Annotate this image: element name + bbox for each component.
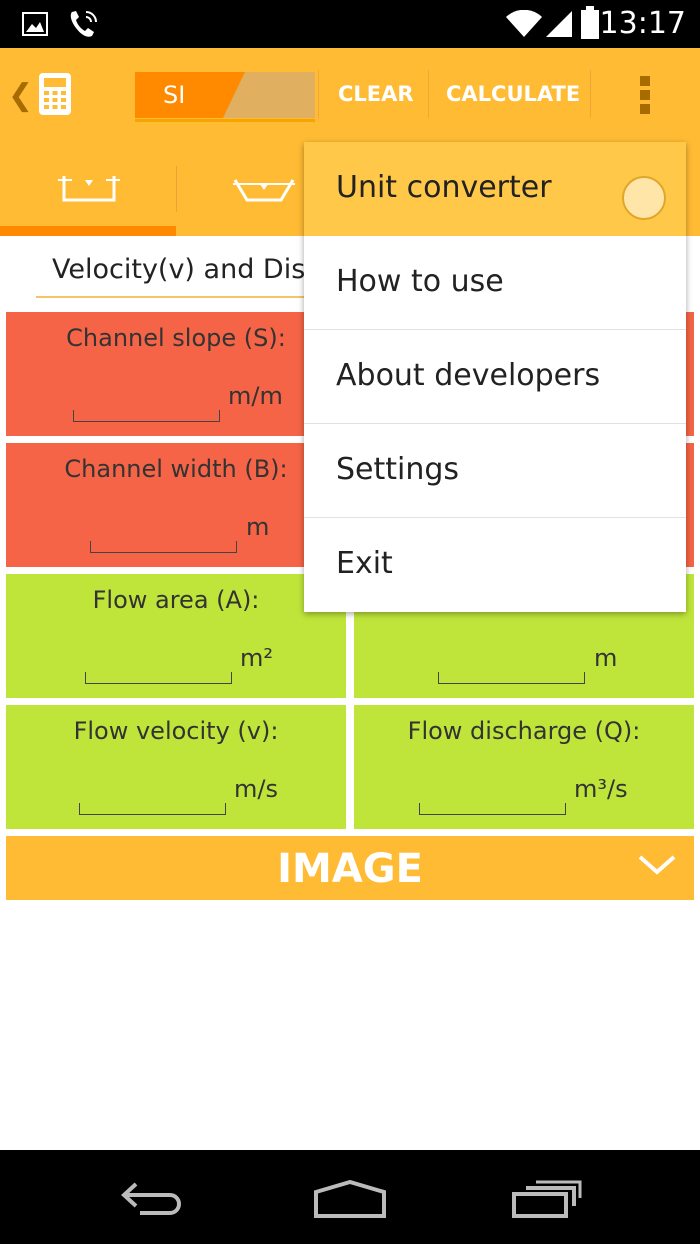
flow-velocity-label: Flow velocity (v):	[73, 717, 279, 745]
flow-discharge-label: Flow discharge (Q):	[407, 717, 641, 745]
flow-velocity-input[interactable]	[79, 803, 226, 815]
menu-item-how-to-use[interactable]: How to use	[304, 236, 686, 330]
toggle-underline	[135, 119, 315, 122]
image-section-label: IMAGE	[277, 846, 423, 892]
channel-slope-unit: m/m	[228, 382, 283, 410]
flow-discharge-card: Flow discharge (Q): m³/s	[354, 705, 694, 829]
flow-velocity-card: Flow velocity (v): m/s	[6, 705, 346, 829]
divider	[590, 70, 591, 118]
recent-apps-icon[interactable]	[512, 1180, 582, 1218]
calculator-icon[interactable]	[38, 72, 72, 116]
tab-indicator	[0, 226, 176, 236]
overflow-menu: Unit converter How to use About develope…	[304, 142, 686, 612]
calculation-type-spinner[interactable]: Velocity(v) and Discharge(Q)	[36, 246, 306, 298]
unit-system-toggle[interactable]: SI	[135, 72, 315, 122]
action-bar: ❮ SI CLEAR CALCULATE	[0, 48, 700, 140]
menu-item-unit-converter[interactable]: Unit converter	[304, 142, 686, 236]
flow-area-card: Flow area (A): m²	[6, 574, 346, 698]
calculate-button[interactable]: CALCULATE	[446, 82, 581, 106]
home-icon[interactable]	[312, 1180, 388, 1218]
wifi-icon	[506, 10, 542, 37]
image-icon	[22, 12, 48, 36]
navigation-bar	[0, 1150, 700, 1244]
channel-slope-input[interactable]	[73, 410, 220, 422]
status-bar: 13:17	[0, 0, 700, 48]
tab-trapezoidal[interactable]	[177, 140, 353, 236]
chevron-down-icon	[638, 855, 676, 875]
signal-icon	[546, 11, 572, 37]
divider	[318, 70, 319, 118]
flow-area-input[interactable]	[85, 672, 232, 684]
trapezoidal-channel-icon	[233, 179, 295, 202]
clear-button[interactable]: CLEAR	[338, 82, 414, 106]
divider	[428, 70, 429, 118]
menu-item-exit[interactable]: Exit	[336, 546, 393, 581]
image-section-toggle[interactable]: IMAGE	[6, 836, 694, 900]
channel-width-unit: m	[246, 513, 270, 541]
overflow-menu-icon[interactable]	[640, 76, 652, 114]
channel-width-input[interactable]	[90, 541, 237, 553]
back-icon[interactable]	[120, 1180, 190, 1216]
channel-slope-label: Channel slope (S):	[66, 324, 286, 352]
flow-velocity-unit: m/s	[234, 775, 278, 803]
hydraulic-radius-input[interactable]	[438, 672, 585, 684]
rectangular-channel-icon	[58, 176, 120, 202]
si-option[interactable]: SI	[135, 72, 245, 118]
flow-area-label: Flow area (A):	[92, 586, 260, 614]
menu-item-about-developers[interactable]: About developers	[304, 330, 686, 424]
menu-item-settings[interactable]: Settings	[304, 424, 686, 518]
flow-discharge-unit: m³/s	[574, 775, 628, 803]
battery-icon	[581, 6, 599, 39]
flow-discharge-input[interactable]	[419, 803, 566, 815]
divider	[176, 166, 177, 212]
hydraulic-radius-unit: m	[594, 644, 618, 672]
clock: 13:17	[599, 6, 686, 41]
flow-area-unit: m²	[240, 644, 273, 672]
phone-call-icon	[70, 11, 97, 37]
touch-ripple	[622, 176, 666, 220]
channel-width-label: Channel width (B):	[64, 455, 288, 483]
tab-rectangular[interactable]	[0, 140, 176, 236]
back-caret-icon[interactable]: ❮	[8, 78, 34, 113]
